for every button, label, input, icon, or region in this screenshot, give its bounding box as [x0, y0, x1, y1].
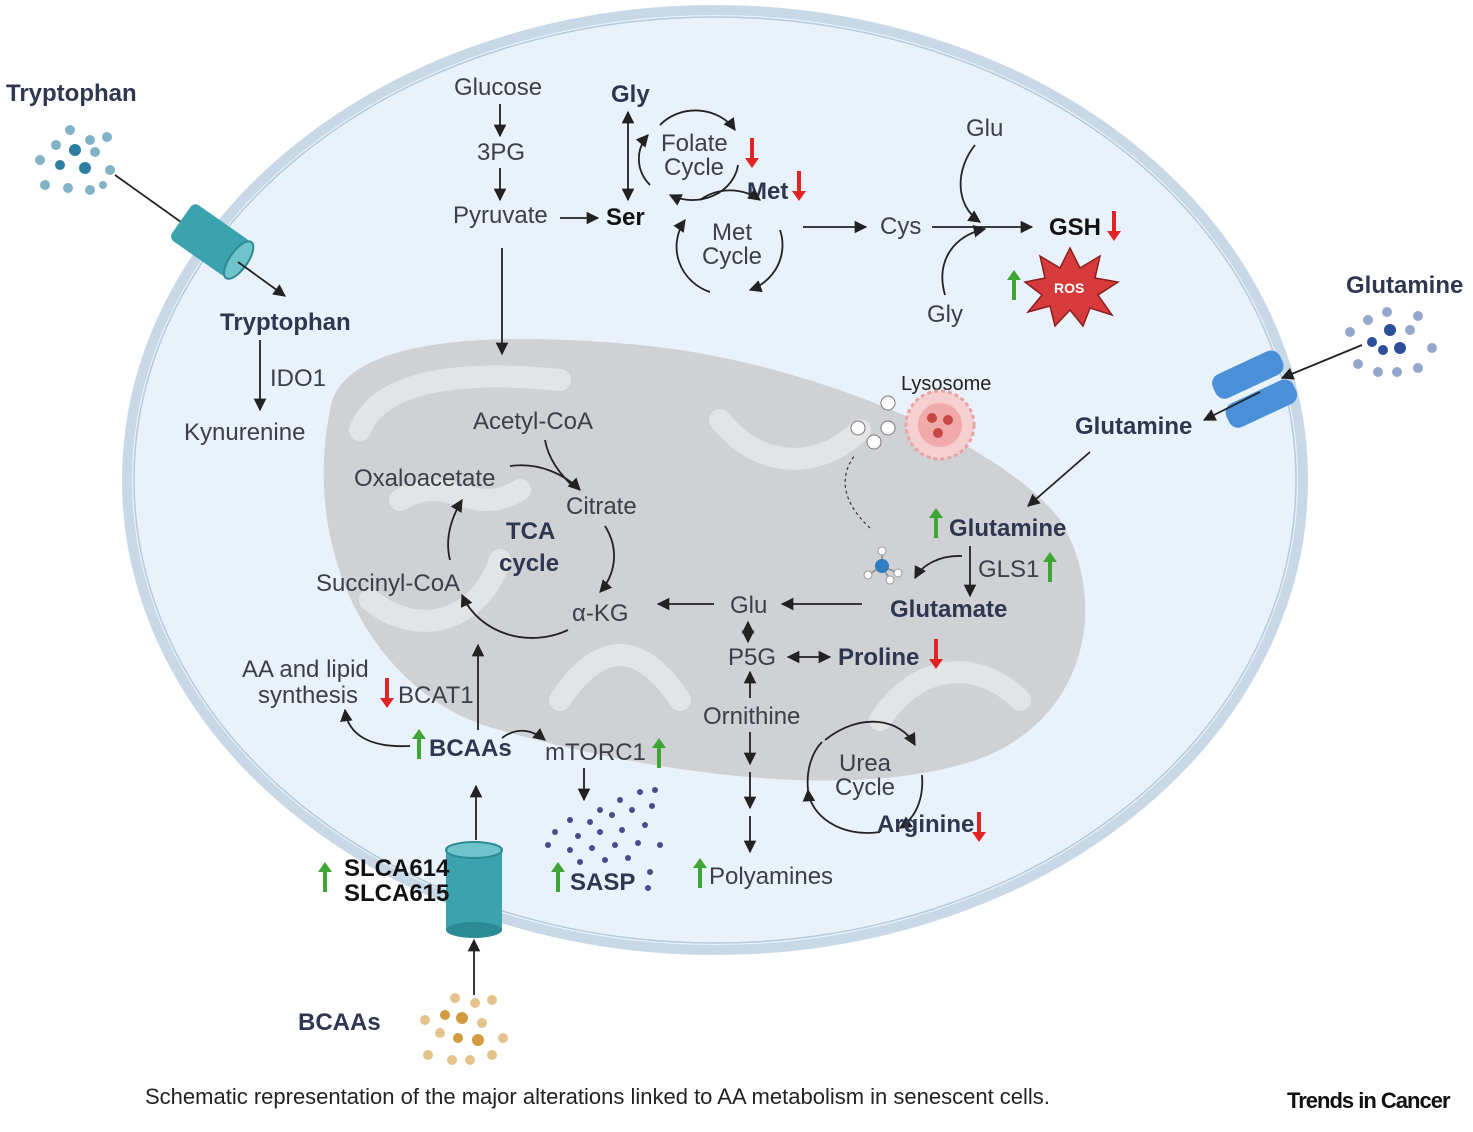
svg-text:ROS: ROS — [1054, 280, 1084, 296]
glu-top-label: Glu — [966, 115, 1003, 142]
aa-lipid-label-2: synthesis — [258, 682, 358, 709]
lysosome-label: Lysosome — [901, 373, 991, 395]
transporter-label-1: SLCA614 — [344, 855, 450, 882]
tryptophan-inside-label: Tryptophan — [220, 309, 351, 336]
akg-label: α-KG — [572, 600, 629, 627]
3pg-label: 3PG — [477, 139, 525, 166]
ros-burst-icon: ROS — [1023, 246, 1121, 328]
sasp-dots — [545, 787, 663, 891]
tryptophan-outside-label: Tryptophan — [6, 80, 137, 107]
gsh-label: GSH — [1049, 214, 1101, 241]
succinyl-coa-label: Succinyl-CoA — [316, 570, 460, 597]
kynurenine-label: Kynurenine — [184, 419, 305, 446]
polyamines-label: Polyamines — [709, 863, 833, 890]
svg-text:Urea: Urea — [839, 750, 892, 777]
lysosome-icon — [904, 389, 976, 461]
folate-cycle: Folate Cycle — [635, 109, 739, 206]
pyruvate-label: Pyruvate — [453, 202, 548, 229]
tca-label-1: TCA — [506, 518, 555, 545]
glutamine-outside-label: Glutamine — [1346, 272, 1463, 299]
gly-bottom-label: Gly — [927, 301, 963, 328]
mitochondrion — [323, 338, 1086, 781]
glutamine-transporter-icon — [1212, 350, 1298, 428]
gls1-label: GLS1 — [978, 556, 1039, 583]
glutamine-dots — [1345, 307, 1437, 377]
figure-caption: Schematic representation of the major al… — [145, 1084, 1050, 1109]
bcaa-dots — [420, 993, 508, 1065]
mtorc1-label: mTORC1 — [545, 739, 646, 766]
transporter-label-2: SLCA615 — [344, 880, 449, 907]
met-label: Met — [747, 178, 788, 205]
met-cycle: Met Cycle — [673, 188, 784, 293]
citrate-label: Citrate — [566, 493, 637, 520]
glutamate-label: Glutamate — [890, 596, 1007, 623]
ammonia-molecule-icon — [863, 546, 903, 585]
bcaas-outside-label: BCAAs — [298, 1009, 381, 1036]
ido1-label: IDO1 — [270, 365, 326, 392]
glutamine-mito-label: Glutamine — [949, 515, 1066, 542]
svg-text:Cycle: Cycle — [702, 243, 762, 270]
tryptophan-transporter-icon — [171, 204, 255, 280]
tca-label-2: cycle — [499, 550, 559, 577]
ser-label: Ser — [606, 204, 645, 231]
svg-text:Cycle: Cycle — [664, 154, 724, 181]
sasp-label: SASP — [570, 869, 635, 896]
cys-label: Cys — [880, 213, 921, 240]
proline-label: Proline — [838, 644, 919, 671]
bcaa-transporter-icon — [445, 841, 503, 938]
svg-text:Folate: Folate — [661, 130, 728, 157]
p5g-label: P5G — [728, 644, 776, 671]
glu-mito-label: Glu — [730, 592, 767, 619]
proton-icons — [850, 395, 896, 450]
bcat1-label: BCAT1 — [398, 682, 474, 709]
glutamine-cytoplasm-label: Glutamine — [1075, 413, 1192, 440]
svg-text:Cycle: Cycle — [835, 774, 895, 801]
acetyl-coa-label: Acetyl-CoA — [473, 408, 593, 435]
oxaloacetate-label: Oxaloacetate — [354, 465, 495, 492]
journal-logo: Trends in Cancer — [1287, 1088, 1451, 1113]
arginine-label: Arginine — [877, 811, 974, 838]
ornithine-label: Ornithine — [703, 703, 800, 730]
glucose-label: Glucose — [454, 74, 542, 101]
svg-text:Met: Met — [712, 219, 752, 246]
gly-top-label: Gly — [611, 81, 650, 108]
urea-cycle: Urea Cycle — [802, 720, 924, 834]
transporter-up-arrow — [318, 862, 332, 892]
aa-lipid-label-1: AA and lipid — [242, 656, 369, 683]
tryptophan-dots — [35, 125, 115, 195]
bcaas-cytoplasm-label: BCAAs — [429, 735, 512, 762]
